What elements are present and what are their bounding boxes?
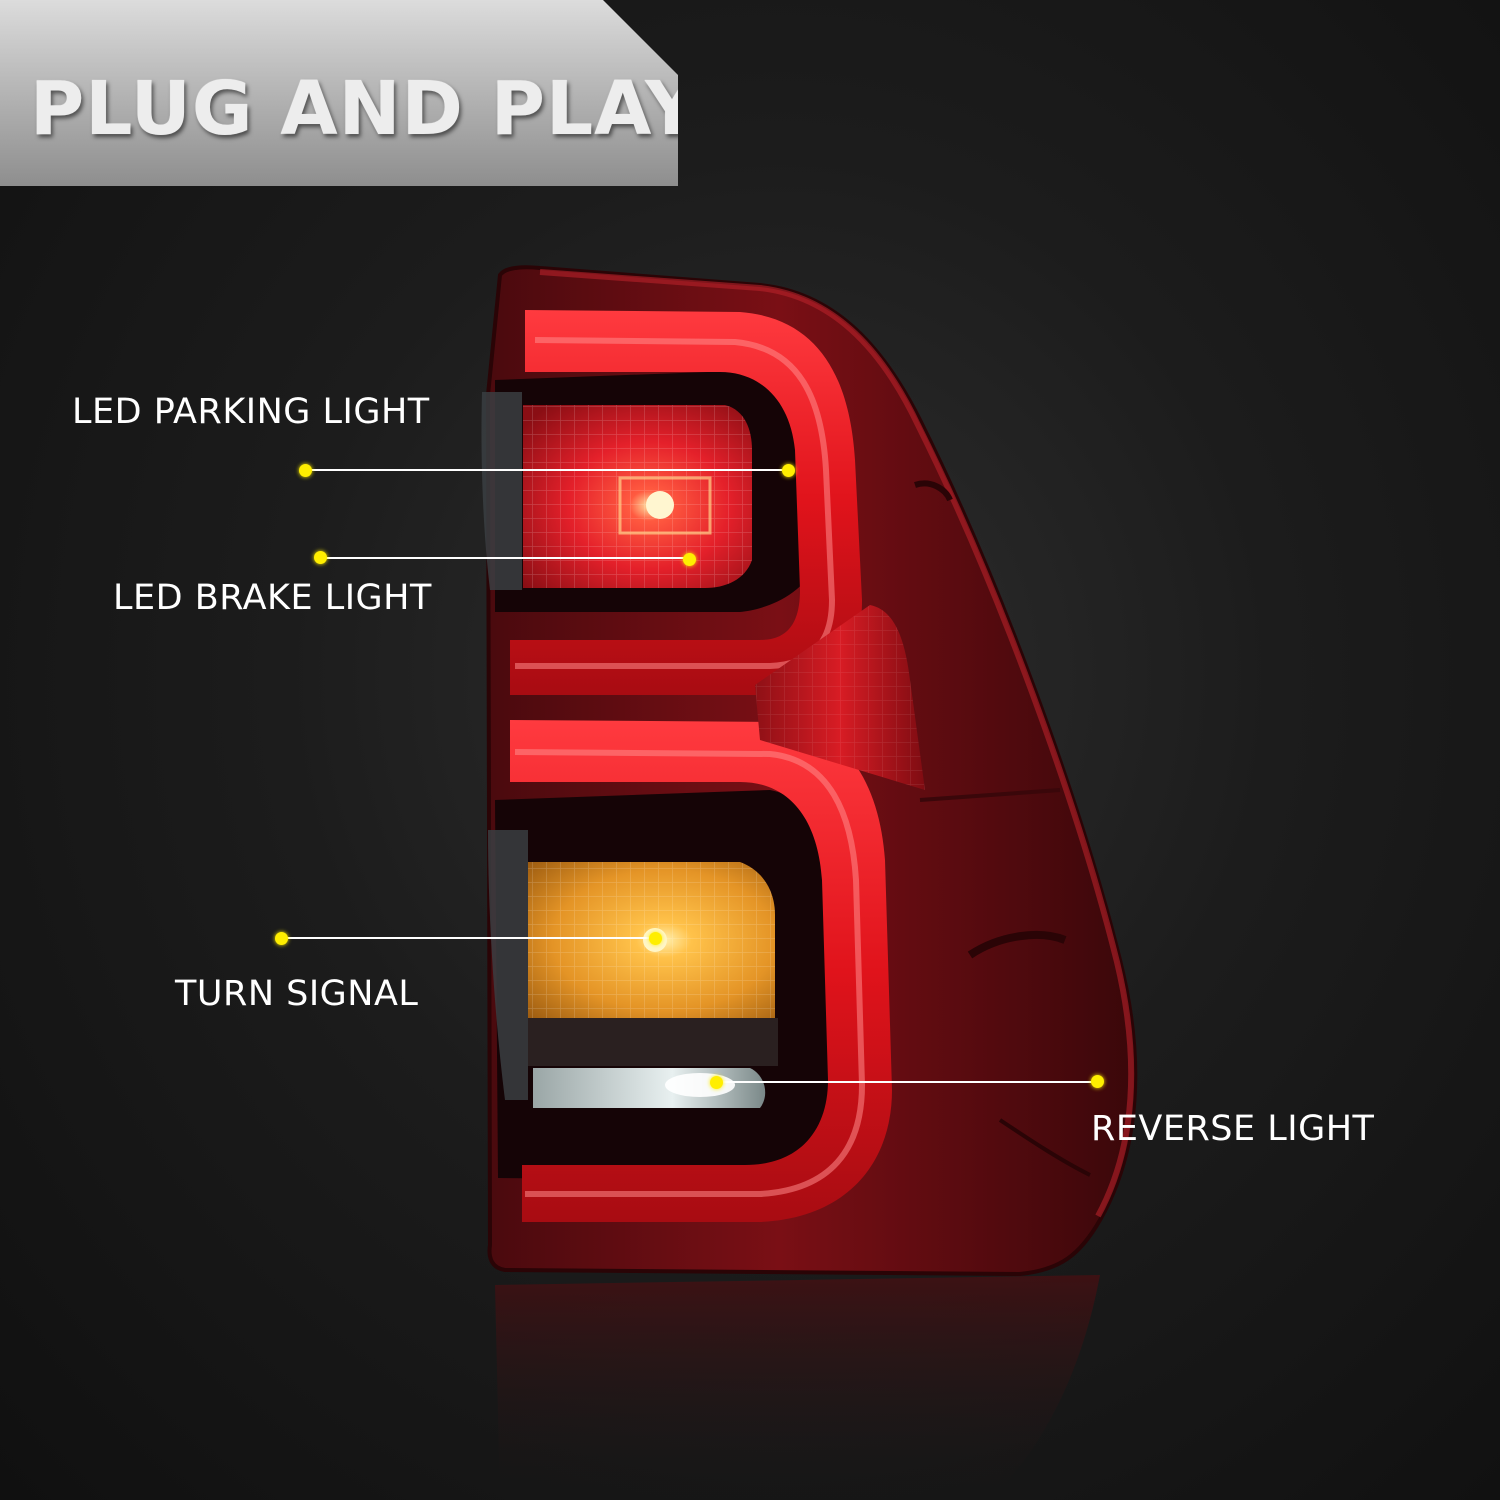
callout-line-turn: [281, 937, 655, 939]
callout-line-brake: [320, 557, 689, 559]
callout-dot-parking-start: [299, 464, 312, 477]
callout-label-turn: TURN SIGNAL: [175, 974, 419, 1014]
callout-dot-turn-end: [649, 932, 662, 945]
callout-dot-parking-end: [782, 464, 795, 477]
callout-dot-brake-end: [683, 553, 696, 566]
callout-dot-turn-start: [275, 932, 288, 945]
callout-line-parking: [305, 469, 788, 471]
callout-label-parking: LED PARKING LIGHT: [72, 392, 430, 432]
callout-dot-reverse-end: [1091, 1075, 1104, 1088]
banner-title: PLUG AND PLAY: [30, 66, 700, 152]
callout-line-reverse: [716, 1081, 1097, 1083]
title-banner: PLUG AND PLAY: [0, 0, 678, 186]
callout-dot-reverse-start: [710, 1076, 723, 1089]
callout-label-reverse: REVERSE LIGHT: [1091, 1109, 1375, 1149]
callout-label-brake: LED BRAKE LIGHT: [113, 578, 432, 618]
callout-dot-brake-start: [314, 551, 327, 564]
